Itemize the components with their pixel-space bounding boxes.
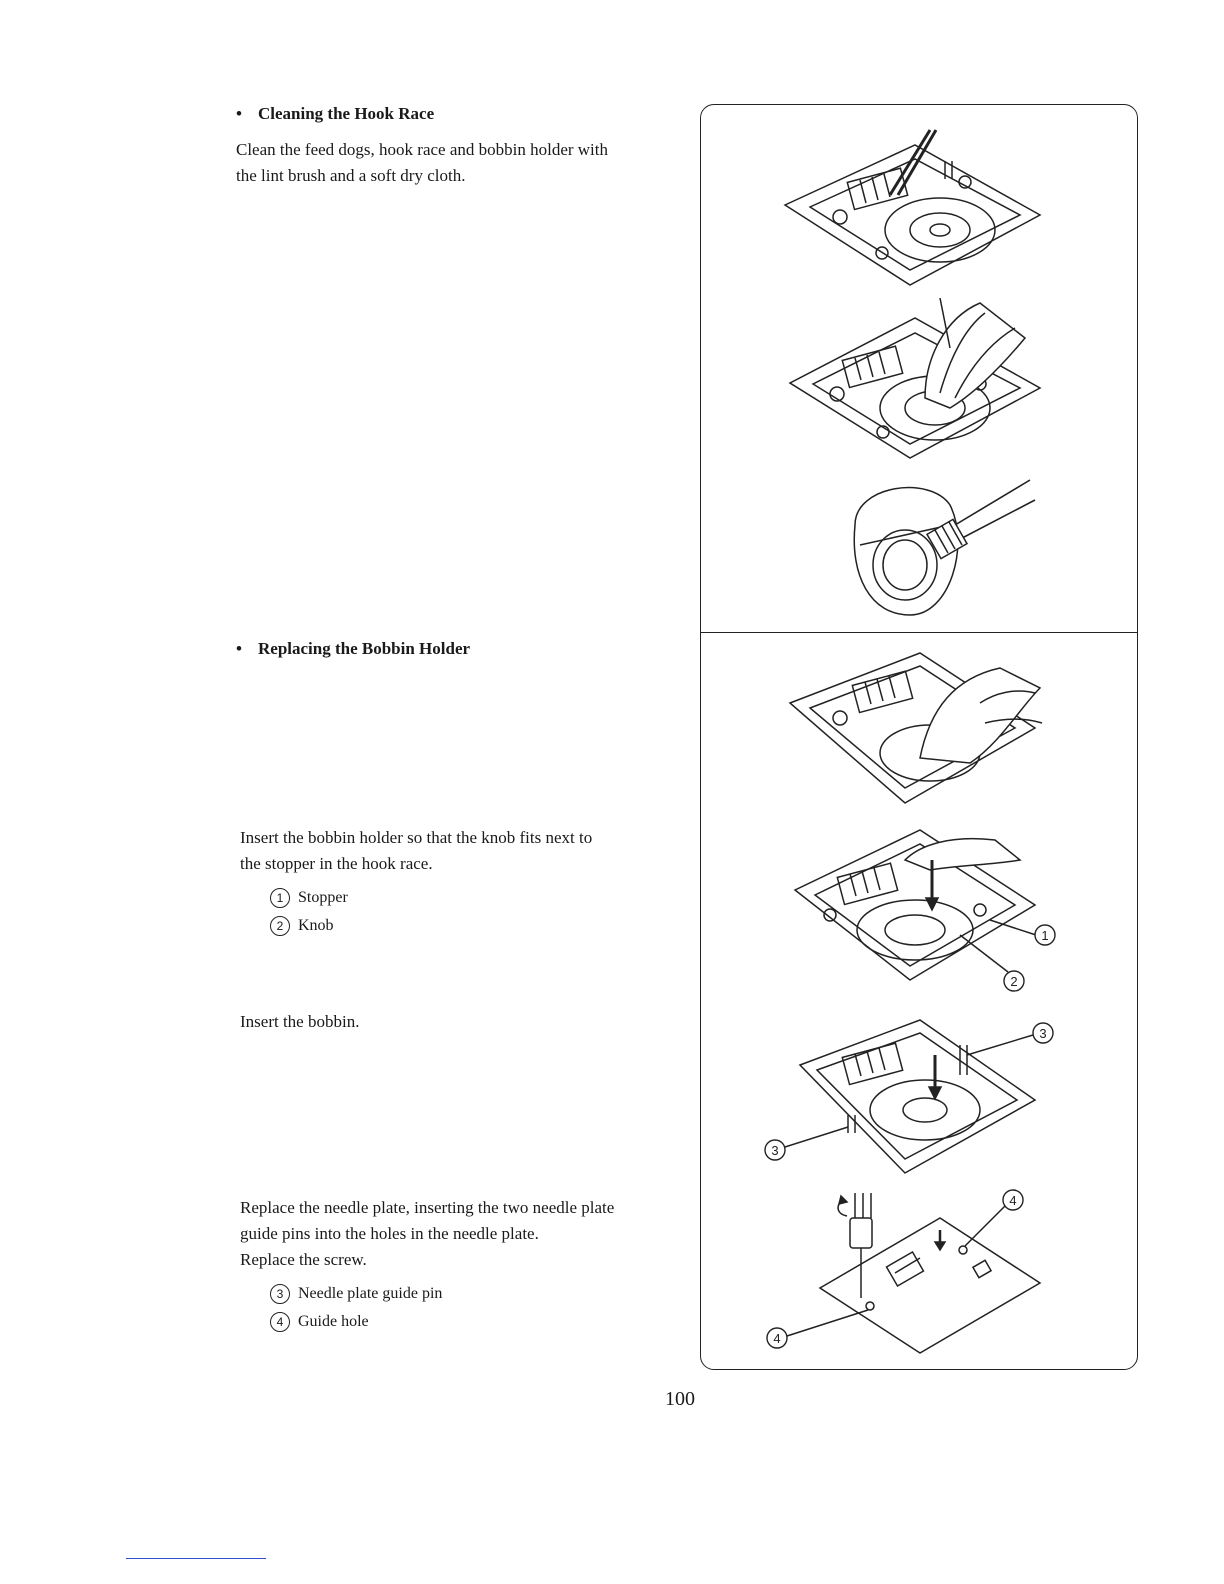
callout-1: 1: [1034, 924, 1056, 946]
svg-text:4: 4: [773, 1331, 780, 1346]
legend-label: Guide hole: [298, 1313, 369, 1330]
insert-holder-line2: the stopper in the hook race.: [240, 854, 433, 873]
legend-label: Knob: [298, 917, 334, 934]
callout-number: 3: [270, 1284, 290, 1305]
legend-label: Needle plate guide pin: [298, 1285, 443, 1302]
needle-plate-screw-illustration: 4 4: [766, 1189, 1042, 1354]
needle-text-line3: Replace the screw.: [240, 1250, 367, 1269]
bobbin-holder-brush-illustration: [853, 479, 1036, 616]
insert-holder-line1: Insert the bobbin holder so that the kno…: [240, 828, 593, 847]
legend-item-knob: 2 Knob: [270, 912, 334, 940]
footer-rule: [126, 1558, 266, 1559]
callout-4: 4: [766, 1327, 788, 1349]
callout-2: 2: [1003, 970, 1025, 992]
callout-3: 3: [764, 1139, 786, 1161]
heading-text: Cleaning the Hook Race: [258, 104, 435, 123]
insert-bobbin-illustration: 3 3: [764, 1019, 1054, 1174]
needle-text-line2: guide pins into the holes in the needle …: [240, 1224, 539, 1243]
legend-item-guide-pin: 3 Needle plate guide pin: [270, 1280, 442, 1308]
callout-number: 4: [270, 1312, 290, 1333]
cleaning-text-line2: the lint brush and a soft dry cloth.: [236, 166, 466, 185]
figure-divider: [700, 632, 1138, 633]
section-heading-cleaning: • Cleaning the Hook Race: [236, 104, 434, 124]
section-heading-replacing: • Replacing the Bobbin Holder: [236, 639, 470, 659]
insert-holder-hand-illustration: [788, 652, 1043, 804]
legend-label: Stopper: [298, 889, 348, 906]
callout-3: 3: [1032, 1022, 1054, 1044]
legend-item-guide-hole: 4 Guide hole: [270, 1308, 369, 1336]
svg-text:4: 4: [1009, 1193, 1016, 1208]
needle-text-line1: Replace the needle plate, inserting the …: [240, 1198, 615, 1217]
legend-item-stopper: 1 Stopper: [270, 884, 348, 912]
brush-cleaning-illustration: [783, 129, 1042, 286]
svg-text:3: 3: [771, 1143, 778, 1158]
cloth-wiping-illustration: [788, 298, 1042, 459]
svg-text:2: 2: [1010, 974, 1017, 989]
svg-text:1: 1: [1041, 928, 1048, 943]
page-number: 100: [665, 1388, 695, 1410]
bullet: •: [236, 104, 242, 123]
callout-4: 4: [1002, 1189, 1024, 1211]
insert-bobbin-text: Insert the bobbin.: [240, 1012, 360, 1031]
callout-number: 1: [270, 888, 290, 909]
figure-frame: [700, 104, 1138, 1370]
cleaning-text-line1: Clean the feed dogs, hook race and bobbi…: [236, 140, 609, 159]
svg-text:3: 3: [1039, 1026, 1046, 1041]
callout-number: 2: [270, 916, 290, 937]
stopper-knob-illustration: 1 2: [793, 829, 1056, 992]
heading-text: Replacing the Bobbin Holder: [258, 639, 471, 658]
bullet: •: [236, 639, 242, 658]
